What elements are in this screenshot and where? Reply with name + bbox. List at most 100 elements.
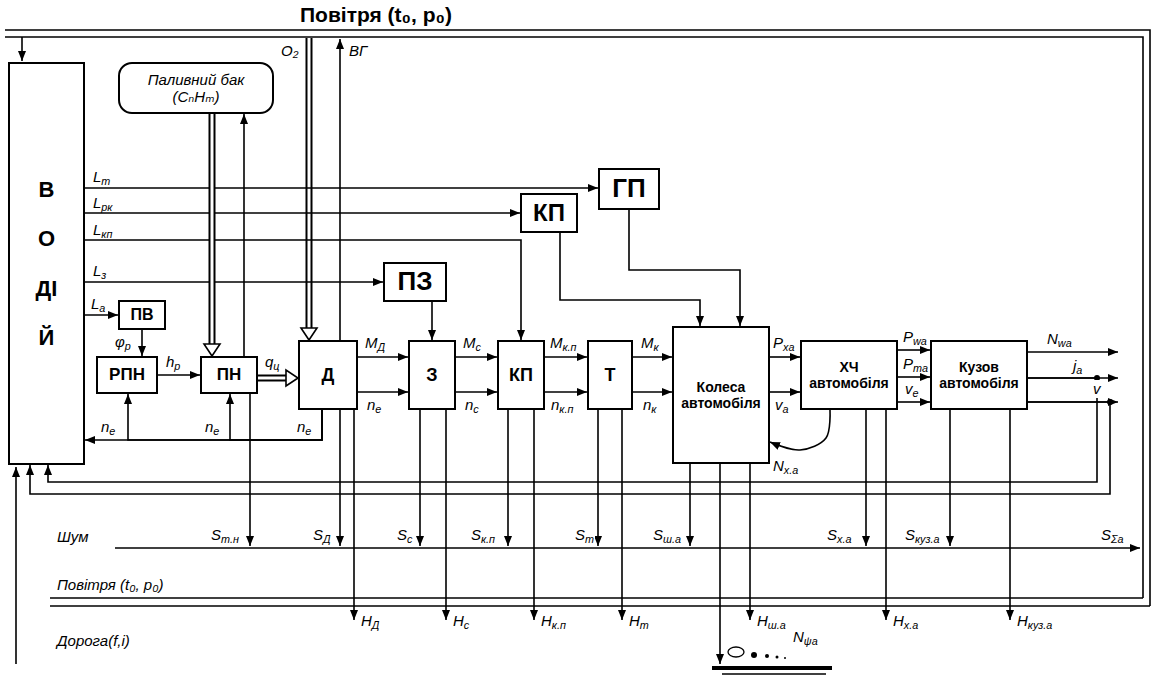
subscript: Д: [372, 619, 380, 631]
connector: [456, 392, 497, 393]
subscript: e: [913, 387, 919, 399]
signal-label: nс: [464, 396, 480, 414]
subscript: т: [585, 533, 594, 545]
signal-label: Sт.н: [210, 526, 240, 544]
signal-label: Sк.п: [470, 526, 496, 544]
node-text: З: [426, 365, 437, 386]
heat-arrow: [621, 410, 623, 620]
subscript: ш.а: [768, 619, 786, 631]
connector: [244, 114, 245, 356]
pump-regulator-box: РПН: [96, 356, 158, 394]
subscript: ш.а: [663, 533, 681, 545]
node-text: ХЧ автомобіля: [805, 359, 893, 391]
air-band: [50, 597, 1143, 599]
subscript: рк: [101, 201, 112, 213]
subscript: a: [1076, 364, 1082, 376]
fuel-pump-box: ПН: [200, 356, 258, 394]
clutch-box: З: [408, 340, 456, 410]
connector: [85, 315, 118, 316]
subscript: р: [125, 340, 131, 352]
signal-label: ne: [100, 418, 116, 436]
subscript: e: [109, 425, 115, 437]
signal-label: Дорога(f,i): [56, 632, 131, 650]
oxygen-pipe-inner: [308, 38, 311, 330]
node-text: Д: [322, 365, 335, 386]
subscript: з: [101, 269, 106, 281]
wheels-box: Колеса автомобіля: [672, 326, 770, 464]
node-text: Паливний бак (CₙHₘ): [123, 71, 269, 106]
node-text: КП: [533, 199, 565, 227]
connector: [85, 282, 383, 283]
double-line-inner: [211, 114, 214, 344]
oxygen-arrowhead: [301, 328, 317, 340]
connector-line: [128, 394, 322, 440]
signal-label: Sт: [574, 526, 595, 544]
signal-label: Lа: [90, 295, 106, 313]
node-text: Т: [605, 365, 616, 386]
connector: [128, 394, 322, 440]
connector-line: [456, 391, 497, 393]
connector: [258, 370, 298, 386]
subscript: кп: [101, 228, 112, 240]
subscript: р: [174, 360, 180, 372]
road-surface: [722, 673, 826, 675]
road-debris: [784, 657, 786, 659]
heat-arrow: [353, 410, 355, 620]
signal-label: Lкп: [92, 221, 113, 239]
subscript: e: [305, 425, 311, 437]
connector-line: [85, 410, 322, 440]
signal-label: nк: [642, 396, 657, 414]
road-debris: [776, 656, 779, 659]
connector: [456, 357, 497, 358]
road-debris: [728, 647, 744, 657]
signal-label: Sх.а: [826, 526, 852, 544]
signal-label: Mс: [462, 334, 482, 352]
signal-label: ne: [366, 396, 382, 414]
connector-line: [85, 240, 521, 340]
signal-label: Hш.а: [756, 612, 787, 630]
signal-label: Sш.а: [652, 526, 682, 544]
connector-line: [633, 356, 672, 358]
signal-label: Nwa: [1046, 330, 1073, 348]
subscript: ψa: [804, 635, 818, 647]
node-text: ПВ: [130, 306, 153, 324]
connector-line: [456, 356, 497, 358]
signal-label: Nψa: [792, 628, 819, 646]
double-line: [209, 114, 216, 344]
connector-line: [633, 391, 672, 393]
signal-label: ne: [296, 418, 312, 436]
connector-line: [141, 330, 143, 356]
node-text: РПН: [109, 365, 145, 385]
signal-label: Sс: [396, 526, 413, 544]
subscript: т: [640, 619, 649, 631]
node-text: ПН: [217, 365, 242, 385]
signal-label: hр: [165, 353, 181, 371]
signal-label: φр: [114, 333, 132, 351]
signal-label: Шум: [56, 528, 90, 546]
connector-line: [358, 391, 408, 393]
connector-line: [898, 376, 930, 378]
air-band: [5, 37, 1143, 598]
heat-arrow: [885, 410, 887, 620]
steering-box: КП: [520, 193, 578, 233]
subscript: х.а: [837, 533, 851, 545]
connector: [85, 240, 521, 340]
connector: [633, 357, 672, 358]
connector: [770, 357, 800, 358]
connector-line: [85, 281, 383, 283]
signal-label: O₂: [280, 42, 299, 60]
connector: [85, 188, 598, 189]
subscript: к.п: [481, 533, 495, 545]
node-text: Кузов автомобіля: [935, 359, 1023, 391]
signal-label: HД: [360, 612, 380, 630]
connector-line: [545, 391, 587, 393]
connector: [30, 402, 1110, 494]
road-surface: [712, 666, 832, 670]
connector-line: [358, 356, 408, 358]
subscript: к.п: [552, 619, 566, 631]
subscript: a: [783, 403, 789, 415]
subscript: x.a: [784, 464, 798, 476]
subscript: к.п: [563, 341, 577, 353]
signal-label: Pma: [902, 355, 929, 373]
double-line: [258, 375, 286, 382]
